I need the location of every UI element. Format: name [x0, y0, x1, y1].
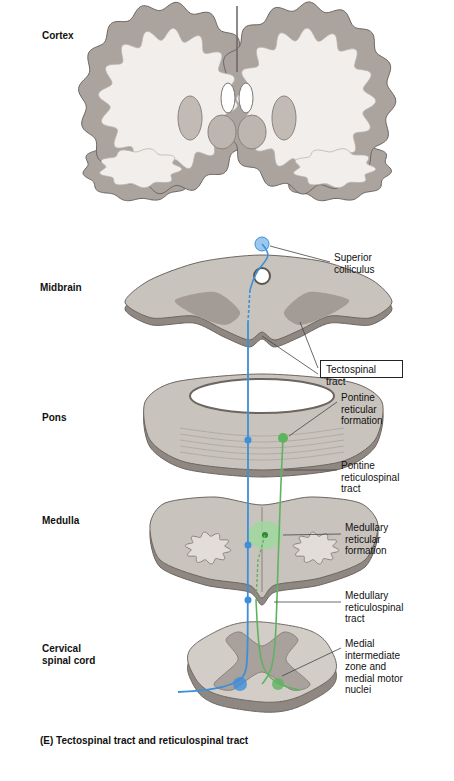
thalamus [208, 115, 236, 149]
tectospinal-decussation [248, 290, 250, 322]
cerebral-aqueduct [254, 268, 270, 284]
leader-line [274, 602, 341, 603]
white-matter [236, 28, 375, 172]
leader-line [270, 246, 330, 262]
cerebral-hemisphere [79, 2, 258, 193]
tract-section [245, 597, 252, 604]
white-matter [98, 28, 237, 171]
leader-line [300, 322, 318, 368]
inferior-olive [293, 532, 338, 564]
structure-label: Pontine reticular formation [341, 392, 407, 427]
medullary-reticulospinal-tract [256, 535, 265, 600]
leader-line [283, 534, 341, 535]
leader-line [262, 336, 318, 374]
substantia-nigra [284, 292, 349, 325]
substantia-nigra [175, 292, 240, 325]
basal-ganglia [272, 96, 296, 140]
structure-label: Pontine reticulospinal tract [341, 460, 417, 495]
pontine-fibres [180, 452, 344, 460]
region-label: Medulla [42, 515, 117, 527]
structure-label: Superior colliculus [334, 252, 404, 275]
inferior-olive [185, 532, 230, 564]
pontine-fibres [180, 428, 344, 436]
structure-label: Medial intermediate zone and medial moto… [345, 638, 417, 696]
medullary-reticulospinal-tract [256, 600, 300, 690]
lateral-ventricle [239, 83, 253, 113]
leader-line [284, 470, 337, 471]
structure-label: Medullary reticulospinal tract [345, 590, 425, 625]
tract-terminal [272, 678, 284, 690]
medulla-section [150, 497, 378, 598]
pontine-fibres [180, 446, 344, 454]
fourth-ventricle [190, 379, 334, 413]
callout-box: Tectospinal tract [320, 360, 403, 378]
leader-line [282, 648, 341, 676]
figure-caption: (E) Tectospinal tract and reticulospinal… [40, 735, 248, 746]
longitudinal-fissure [236, 6, 238, 72]
tract-terminal [233, 677, 247, 691]
thalamus [238, 115, 266, 149]
region-label: Cortex [42, 30, 112, 42]
leader-line [289, 402, 337, 436]
region-label: Cervical spinal cord [42, 643, 104, 666]
lateral-ventricle [221, 83, 235, 113]
pontine-reticulospinal-tract [262, 438, 283, 684]
tract-section [245, 542, 252, 549]
cerebral-hemisphere [216, 2, 396, 194]
callout-text: Tectospinal tract [326, 364, 397, 387]
region-label: Pons [42, 412, 112, 424]
median-raphe [262, 507, 263, 592]
pontine-fibres [180, 434, 344, 442]
basal-ganglia [178, 96, 202, 140]
region-label: Midbrain [40, 282, 115, 294]
tectospinal-tract [250, 244, 268, 290]
tectospinal-tract [178, 322, 248, 692]
structure-label: Medullary reticular formation [345, 522, 415, 557]
white-matter [100, 149, 182, 188]
white-matter [294, 149, 376, 188]
tract-section [245, 437, 252, 444]
pontine-fibres [180, 440, 344, 448]
